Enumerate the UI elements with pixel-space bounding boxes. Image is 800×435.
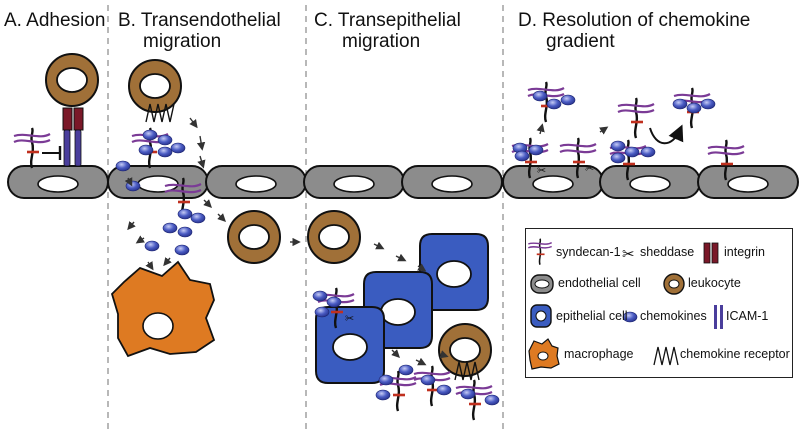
syndecan-icon bbox=[527, 238, 553, 265]
chemokine-receptor-icon bbox=[454, 361, 480, 381]
panel-b-title: B. Transendothelial bbox=[118, 10, 281, 31]
leukocyte bbox=[128, 59, 182, 113]
icam-icon bbox=[63, 129, 71, 167]
legend-icam: ICAM-1 bbox=[726, 309, 769, 323]
panel-c-title: C. Transepithelial bbox=[314, 10, 461, 31]
endothelial-cell bbox=[401, 165, 503, 199]
panel-d: ✂ ✂ bbox=[502, 80, 799, 199]
panel-c: ✂ bbox=[303, 165, 503, 422]
integrin-icon bbox=[73, 107, 84, 131]
legend-icons: ✂ bbox=[527, 238, 723, 370]
panel-b-title-line2: migration bbox=[143, 31, 222, 52]
legend-endothelial: endothelial cell bbox=[558, 276, 641, 290]
leukocyte-icon bbox=[663, 273, 685, 295]
chemokine-receptor-icon bbox=[145, 103, 175, 123]
macrophage bbox=[110, 260, 216, 358]
endothelial-icon bbox=[530, 274, 554, 294]
syndecan-icon bbox=[616, 96, 656, 140]
panel-a bbox=[7, 53, 109, 199]
chemokine-receptor-icon bbox=[653, 346, 679, 366]
endothelial-cell bbox=[599, 165, 701, 199]
panel-d-title-line2: gradient bbox=[546, 31, 615, 52]
epithelial-icon bbox=[530, 304, 552, 328]
legend-sheddase: sheddase bbox=[640, 245, 695, 259]
integrin-icon bbox=[703, 242, 719, 264]
legend-integrin: integrin bbox=[724, 245, 765, 259]
endothelial-cell bbox=[7, 165, 109, 199]
legend-leukocyte: leukocyte bbox=[688, 276, 741, 290]
svg-text:✂: ✂ bbox=[345, 312, 354, 325]
panel-a-title: A. Adhesion bbox=[4, 10, 106, 31]
leukocyte bbox=[307, 210, 361, 264]
leukocyte bbox=[45, 53, 99, 107]
legend-macrophage: macrophage bbox=[564, 347, 634, 361]
svg-text:✂: ✂ bbox=[585, 162, 594, 175]
panel-d-title: D. Resolution of chemokine bbox=[518, 10, 751, 31]
syndecan-icon bbox=[12, 126, 52, 170]
panel-c-title-line2: migration bbox=[342, 31, 421, 52]
endothelial-cell bbox=[303, 165, 405, 199]
legend-chemokines: chemokines bbox=[640, 309, 707, 323]
panel-b bbox=[107, 59, 307, 358]
sheddase-icon: ✂ bbox=[622, 245, 635, 263]
endothelial-cell bbox=[697, 165, 799, 199]
legend-receptor: chemokine receptor bbox=[680, 347, 790, 361]
icam-icon bbox=[74, 129, 82, 167]
legend-epithelial: epithelial cell bbox=[556, 309, 628, 323]
icam-icon bbox=[714, 305, 723, 329]
integrin-icon bbox=[62, 107, 73, 131]
endothelial-cell bbox=[205, 165, 307, 199]
legend-syndecan: syndecan-1 bbox=[556, 245, 621, 259]
leukocyte bbox=[227, 210, 281, 264]
svg-text:✂: ✂ bbox=[537, 164, 546, 177]
legend: ✂ syndecan-1 bbox=[525, 228, 793, 378]
chemokine-icon bbox=[622, 311, 638, 323]
